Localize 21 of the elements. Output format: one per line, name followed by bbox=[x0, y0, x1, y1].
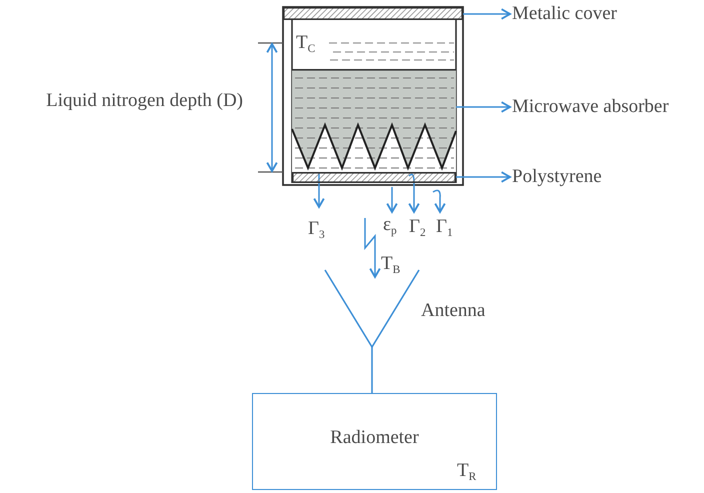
symbol-label: Γ$_{2}$ bbox=[409, 216, 426, 238]
device-label: Radiometer bbox=[330, 427, 419, 449]
symbol-label: Γ$_{1}$ bbox=[436, 216, 453, 238]
antenna-label: Antenna bbox=[421, 300, 486, 322]
feed-line bbox=[371, 347, 373, 393]
temperature-label: T$_{B}$ bbox=[381, 253, 400, 275]
temperature-label: T$_{R}$ bbox=[457, 460, 476, 482]
part-label: Microwave absorber bbox=[512, 96, 669, 118]
leader-arrow bbox=[456, 101, 511, 113]
symbol-label: Γ$_{3}$ bbox=[308, 218, 325, 240]
temperature-label: T$_{C}$ bbox=[296, 32, 316, 54]
absorber-layer bbox=[292, 69, 456, 172]
leader-arrow bbox=[456, 171, 511, 183]
polystyrene-plate bbox=[292, 172, 456, 183]
radiometer-box bbox=[252, 393, 497, 490]
part-label: Metalic cover bbox=[512, 3, 617, 25]
dimension-label: Liquid nitrogen depth (D) bbox=[46, 90, 243, 112]
leader-arrow bbox=[463, 8, 511, 20]
part-label: Polystyrene bbox=[512, 166, 602, 188]
symbol-label: ε$_{p}$ bbox=[383, 214, 397, 236]
cover-plate bbox=[283, 7, 463, 20]
